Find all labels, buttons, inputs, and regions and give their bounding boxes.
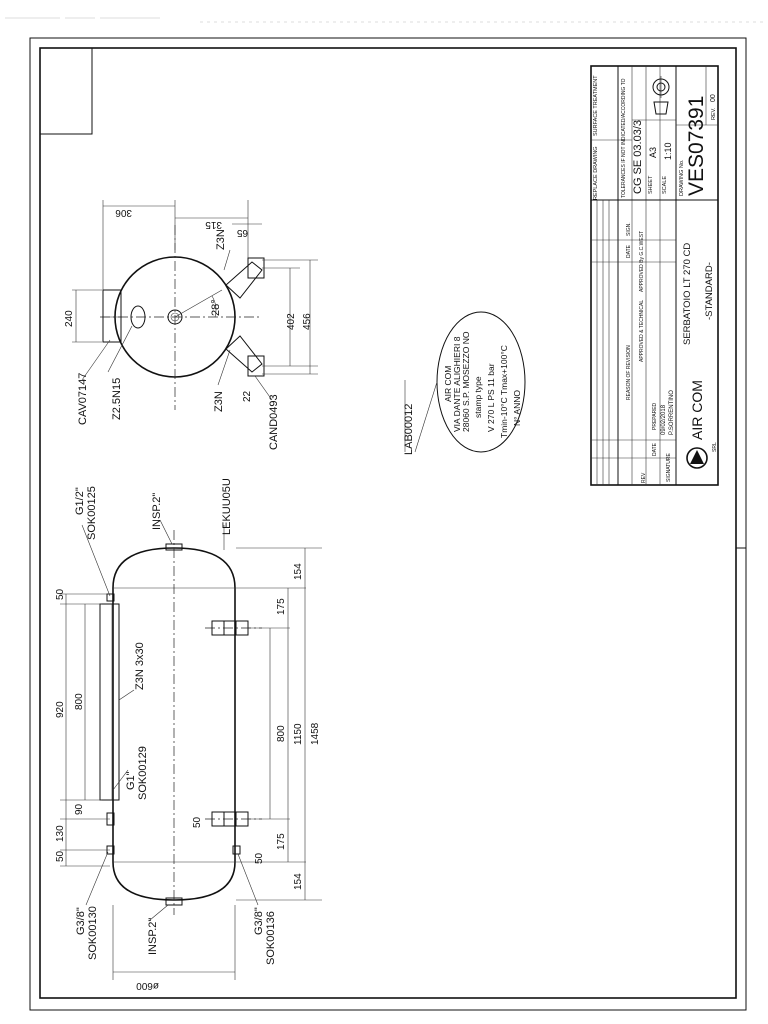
- label-cav07147: CAV07147: [77, 373, 89, 425]
- label-sok00125: SOK00125: [86, 486, 98, 540]
- tb-description-line1: SERBATOIO LT 270 CD: [682, 243, 693, 345]
- dim-800-a: 800: [74, 693, 85, 710]
- tb-surface-treatment: SURFACE TREATMENT: [593, 75, 599, 136]
- nameplate-line-6: Tmin-10°C Tmax+100°C: [499, 345, 509, 438]
- tb-scale-value: 1:10: [663, 142, 673, 160]
- dim-240: 240: [64, 310, 75, 327]
- tb-drawing-no-label: DRAWING No.: [679, 159, 685, 196]
- tank-side-view: [60, 519, 322, 980]
- tb-prepared: PREPARED: [652, 402, 658, 430]
- label-g38-left: G3/8": [75, 907, 87, 935]
- nameplate-line-3: 28060 S.P. MOSEZZO NO: [461, 331, 471, 432]
- label-sok00130: SOK00130: [87, 906, 99, 960]
- title-block: [590, 65, 719, 486]
- dim-800-b: 800: [276, 725, 287, 742]
- tb-date-label: DATE: [652, 442, 658, 456]
- dim-306: 306: [115, 207, 132, 218]
- dim-175-a: 175: [276, 598, 287, 615]
- tb-scale-label: SCALE: [662, 176, 668, 194]
- label-sok00136: SOK00136: [265, 911, 277, 965]
- label-z3n-top: Z3N: [215, 229, 227, 250]
- dim-402: 402: [286, 313, 297, 330]
- nameplate-line-7: N° ANNO: [512, 390, 522, 426]
- tb-sheet-label: SHEET: [648, 175, 654, 194]
- label-sok00129: SOK00129: [137, 746, 149, 800]
- dim-65: 65: [236, 227, 248, 238]
- side-view-labels: G1/2" SOK00125 INSP.2" LEKUU05U Z3N 3x30…: [74, 478, 277, 965]
- dim-920: 920: [55, 701, 66, 718]
- tb-approved-by: APPROVED By G.C.WEST: [639, 231, 645, 292]
- dim-130: 130: [55, 825, 66, 842]
- tank-end-view: [72, 200, 318, 410]
- nameplate: LAB00012 AIR COM VIA DANTE ALIGHIERI 8 2…: [403, 311, 526, 455]
- label-g1: G1": [125, 771, 137, 790]
- tb-tolerances: TOLERANCES IF NOT INDICATED/ACCORDING TO: [621, 78, 627, 198]
- label-g38-right: G3/8": [253, 907, 265, 935]
- nameplate-line-5: V 270 L PS 11 bar: [486, 363, 496, 432]
- dim-154-a: 154: [293, 563, 304, 580]
- tb-company-suffix: SRL: [712, 442, 718, 452]
- tb-prepared-date: 09/02/2018: [661, 404, 667, 435]
- label-z3n-bottom: Z3N: [213, 391, 225, 412]
- label-insp-bottom: INSP.2": [147, 918, 159, 955]
- dim-154-b: 154: [293, 873, 304, 890]
- dim-50-b: 50: [55, 850, 66, 862]
- dim-50-c: 50: [192, 816, 203, 828]
- end-view-labels: CAV07147 Z2.5N15 Z3N CAND0493 Z3N 28°: [77, 229, 280, 450]
- title-block-text: REPLACE DRAWING SURFACE TREATMENT TOLERA…: [593, 75, 718, 483]
- scan-header-noise: [5, 17, 765, 23]
- dim-315: 315: [205, 219, 222, 230]
- label-z25n15: Z2.5N15: [111, 378, 123, 420]
- label-cand0493: CAND0493: [268, 394, 280, 450]
- label-lek: LEKUU05U: [221, 478, 233, 535]
- dim-1150: 1150: [293, 723, 304, 745]
- dim-90: 90: [74, 803, 85, 815]
- nameplate-line-2: VIA DANTE ALIGHIERI 8: [452, 336, 462, 432]
- outer-border: [29, 37, 747, 1011]
- tb-rev-value: 00: [710, 94, 717, 102]
- corner-box: [39, 47, 93, 135]
- dim-456: 456: [302, 313, 313, 330]
- side-view-dimensions: 50 920 800 90 130 50 50 154 175 800 1150…: [55, 563, 321, 991]
- tb-company: AIR COM: [689, 380, 705, 440]
- nameplate-ref: LAB00012: [403, 404, 415, 455]
- tb-replace-drawing: REPLACE DRAWING: [593, 146, 599, 200]
- tb-standard-ref: CG SE 03.03/3: [632, 120, 644, 194]
- dim-175-b: 175: [276, 833, 287, 850]
- tb-rev-col: REV: [641, 472, 647, 483]
- nameplate-line-4: stamp type: [473, 376, 483, 418]
- label-angle-28: 28°: [210, 299, 222, 316]
- dim-1458: 1458: [310, 722, 321, 745]
- tb-sheet-value: A3: [648, 147, 658, 158]
- tb-description-line2: -STANDARD-: [704, 262, 715, 320]
- tb-reason: REASON OF REVISION: [626, 345, 632, 400]
- dim-dia600: ø600: [136, 980, 159, 991]
- nameplate-line-1: AIR COM: [443, 366, 453, 402]
- label-z3n: Z3N 3x30: [134, 642, 146, 690]
- tb-rev-label: REV.: [711, 107, 717, 120]
- label-insp-top: INSP.2": [151, 493, 163, 530]
- tb-signature-label: SIGNATURE: [666, 453, 672, 482]
- tb-drawing-no: VES07391: [685, 96, 708, 196]
- dim-50-a: 50: [55, 588, 66, 600]
- dim-22: 22: [242, 390, 253, 402]
- dim-50-d: 50: [254, 852, 265, 864]
- end-view-dimensions: 306 315 65 240 402 456 22: [64, 207, 313, 402]
- tb-sign-col: SIGN.: [626, 222, 632, 236]
- inner-border: [39, 47, 737, 999]
- label-g1-2: G1/2": [74, 487, 86, 515]
- tb-approved: APPROVED & TECHNICAL: [639, 300, 645, 362]
- tb-prepared-name: P.SORRENTINO: [669, 390, 675, 435]
- tb-date-col: DATE: [626, 244, 632, 258]
